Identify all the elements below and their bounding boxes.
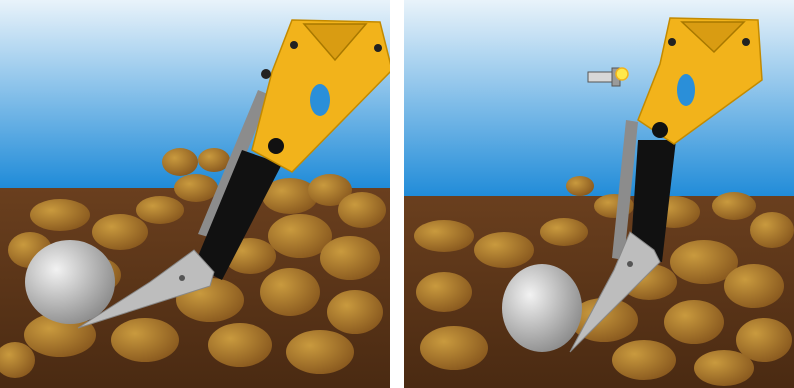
bolt-top-left bbox=[668, 38, 676, 46]
ripper-scene-right bbox=[404, 0, 794, 388]
bolt-head bbox=[652, 122, 668, 138]
boulder bbox=[25, 240, 115, 324]
shear-flash-icon bbox=[616, 68, 628, 80]
panel-shear-bolt-tripped bbox=[404, 0, 794, 388]
tip-pin bbox=[179, 275, 185, 281]
bolt-top-right bbox=[374, 44, 382, 52]
bolt-top-right bbox=[742, 38, 750, 46]
panel-ripper-lifting bbox=[0, 0, 390, 388]
bracket-slot bbox=[677, 74, 695, 106]
bolt-side bbox=[261, 69, 271, 79]
ripper-scene-left bbox=[0, 0, 390, 388]
boulder bbox=[502, 264, 582, 352]
bolt-top-left bbox=[290, 41, 298, 49]
bracket-slot bbox=[310, 84, 330, 116]
bolt-head bbox=[268, 138, 284, 154]
tip-pin bbox=[627, 261, 633, 267]
